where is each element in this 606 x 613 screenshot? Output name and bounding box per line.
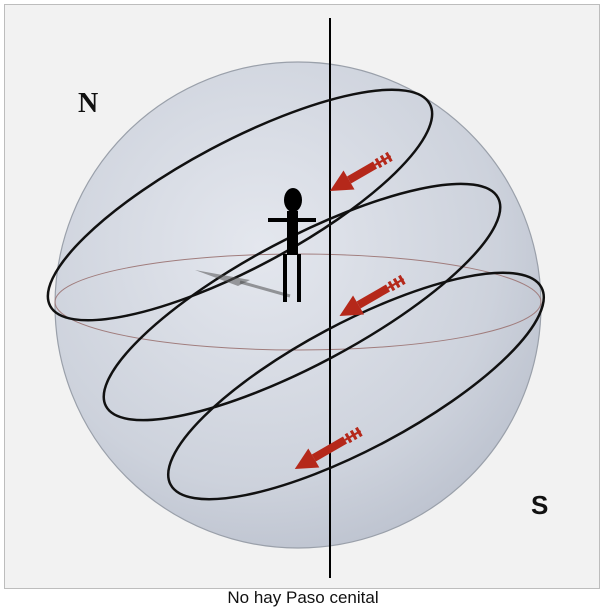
celestial-sphere [55, 62, 541, 548]
south-label: S [531, 490, 548, 521]
caption: No hay Paso cenital [0, 588, 606, 608]
north-label: N [78, 88, 98, 120]
